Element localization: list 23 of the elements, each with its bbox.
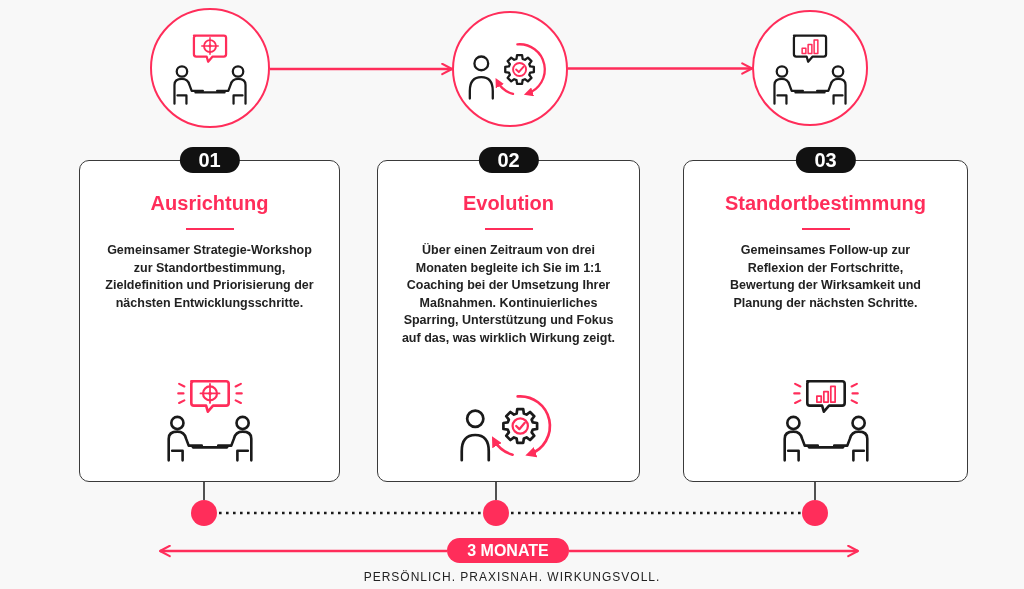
step-title: Evolution	[462, 191, 555, 215]
dotted-line	[509, 511, 802, 515]
step-number-badge: 03	[795, 147, 856, 173]
timeline-dot	[483, 500, 509, 526]
arrow	[569, 544, 860, 558]
step-description: Über einen Zeitraum von drei Monaten begleite ich Sie im 1:1 Coaching bei der Umsetzung Ihrer Maßnahmen. Kontinuierliches Sparring, Unterstützung und Fokus auf das, was wirklich Wirkung zeigt.	[400, 242, 617, 347]
connector-line	[814, 481, 816, 501]
step-number-badge: 01	[179, 147, 240, 173]
arrow	[270, 62, 454, 76]
connector-line	[495, 481, 497, 501]
step-title: Ausrichtung	[150, 191, 269, 215]
dotted-line	[217, 511, 483, 515]
tagline-text: PERSÖNLICH. PRAXISNAH. WIRKUNGSVOLL.	[363, 570, 661, 584]
step-number-badge: 02	[478, 147, 539, 173]
step-title: Standortbestimmung	[724, 191, 927, 215]
duration-pill: 3 MONATE	[447, 538, 569, 563]
timeline-dot	[191, 500, 217, 526]
step-description: Gemeinsames Follow-up zur Reflexion der Fortschritte, Bewertung der Wirksamkeit und Planung der nächsten Schritte.	[729, 242, 922, 312]
arrow	[568, 62, 754, 75]
connector-line	[203, 481, 205, 501]
step-description: Gemeinsamer Strategie-Workshop zur Standortbestimmung, Zieldefinition und Priorisierung der nächsten Entwicklungsschritte.	[104, 242, 315, 312]
timeline-dot	[802, 500, 828, 526]
arrow	[158, 544, 447, 558]
